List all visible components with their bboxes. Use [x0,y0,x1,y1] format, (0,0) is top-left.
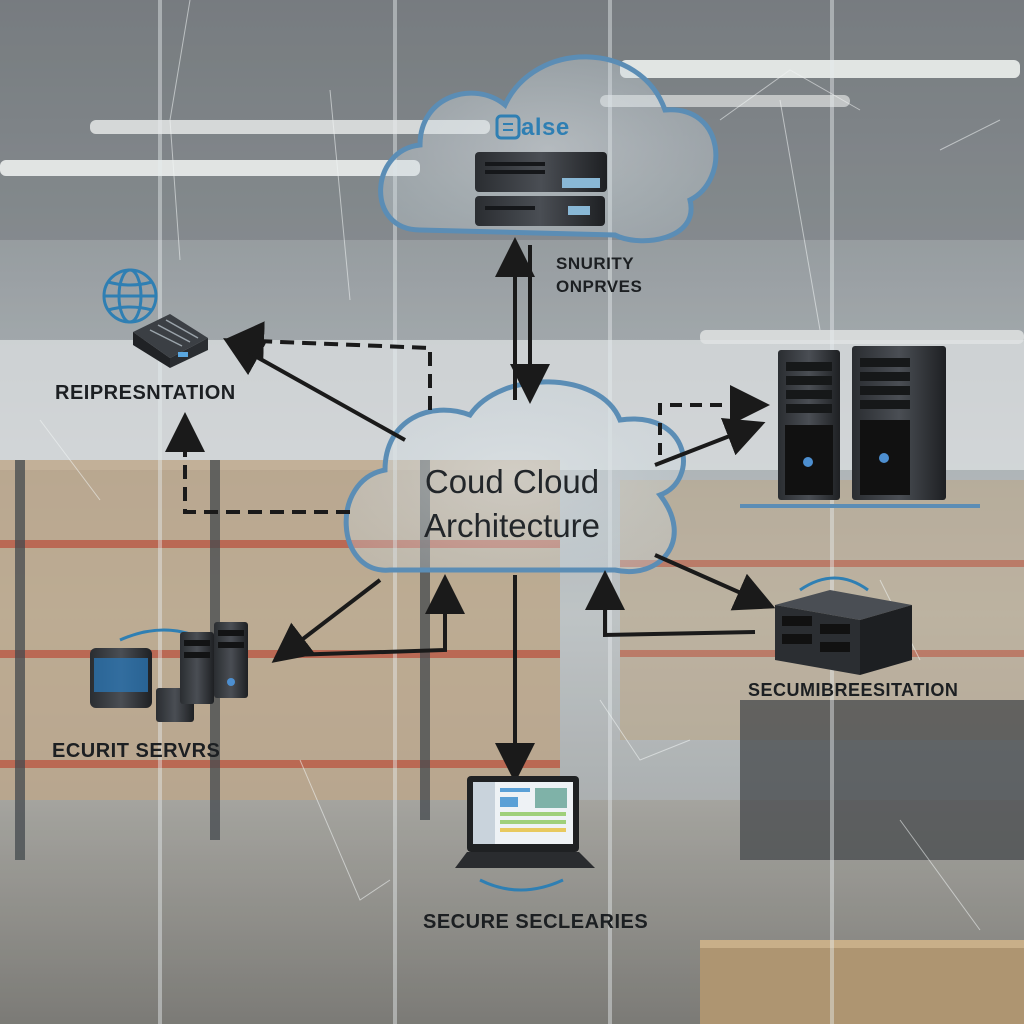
label-upper-left: REIPRESNTATION [55,382,236,404]
arrow-center-to-lower-left [271,578,382,663]
top-server-icon [475,152,607,226]
arrow-center-to-storage [654,553,776,611]
label-top-connector-line2: ONPRVES [556,277,643,296]
server-rack-icon [90,622,248,722]
center-cloud-shape [343,379,686,574]
arrow-lower-left-to-center [289,574,465,657]
tower-server-icon [740,346,980,508]
brand-logo-icon [495,114,521,140]
sync-arrow-icon [799,576,869,592]
label-lower-left: ECURIT SERVRS [52,740,221,762]
arrow-center-to-tower [654,417,766,467]
globe-icon [102,268,158,324]
center-title-line2: Architecture [423,507,601,544]
label-lower-right: SECUMIBREESITATION [748,680,959,700]
storage-box-icon [775,590,912,675]
dashed-arrow-left-loop [165,412,350,514]
top-cloud-brand: alse [521,114,570,141]
center-title-line1: Coud Cloud [424,463,600,500]
label-top-connector-line1: SNURITY [556,254,635,273]
laptop-icon [455,776,595,892]
arrow-storage-loop [585,570,756,638]
label-bottom: SECURE SECLEARIES [423,911,649,933]
network-device-icon [133,314,208,368]
top-cloud-shape [378,54,719,244]
center-cloud-title: Coud Cloud Architecture [362,460,662,548]
connections [165,237,776,783]
dashed-arrow-center-to-tower [658,385,770,455]
